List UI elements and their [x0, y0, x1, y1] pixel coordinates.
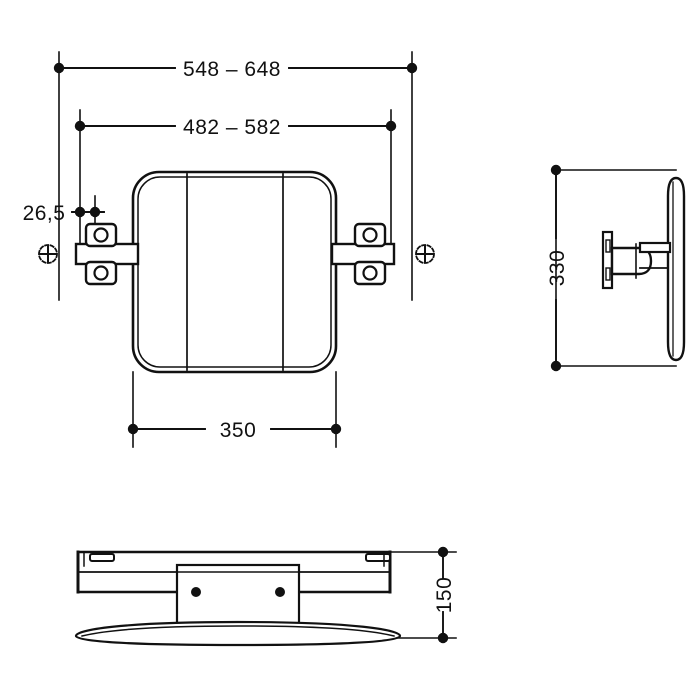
dim-dot — [550, 164, 562, 176]
dimension-overall-width — [53, 62, 418, 74]
left-mounting-bracket — [74, 222, 140, 286]
dim-dot — [406, 62, 418, 74]
dim-dot — [74, 120, 86, 132]
side-support-arm — [638, 241, 672, 269]
left-centre-marker — [38, 244, 58, 264]
bracket-hole-upper — [93, 227, 109, 243]
dim-dot — [74, 206, 86, 218]
backrest-panel — [131, 170, 338, 374]
dim-dot — [127, 423, 139, 435]
right-centre-marker — [415, 244, 435, 264]
bracket-hole-upper — [362, 227, 378, 243]
dimension-label-backrest-width: 350 — [220, 419, 257, 442]
side-view-group — [550, 164, 686, 372]
dimension-side-height — [550, 164, 562, 372]
top-backrest-pad — [74, 620, 402, 647]
right-mounting-bracket — [330, 222, 396, 286]
dim-dot — [550, 360, 562, 372]
dim-dot — [330, 423, 342, 435]
side-backrest-pad — [666, 176, 686, 362]
dim-dot — [53, 62, 65, 74]
dim-dot — [437, 546, 449, 558]
dim-dot — [385, 120, 397, 132]
dimension-bracket-offset — [71, 206, 105, 218]
top-view-group — [74, 546, 457, 647]
dimension-label-mount-width: 482 – 582 — [183, 116, 281, 139]
dimension-label-overall-width: 548 – 648 — [183, 58, 281, 81]
dimension-label-top-depth: 150 — [433, 577, 456, 614]
dim-dot — [89, 206, 101, 218]
dimension-backrest-width — [127, 423, 342, 435]
dimension-mount-width — [74, 120, 397, 132]
top-left-end-cap — [76, 550, 115, 594]
dimension-top-depth — [437, 546, 449, 644]
top-right-end-cap — [365, 550, 392, 594]
front-extension-lines — [58, 51, 413, 448]
dimension-label-side-height: 330 — [546, 250, 569, 287]
fixing-point-left — [191, 587, 201, 597]
bracket-hole-lower — [362, 265, 378, 281]
dimension-label-bracket-offset: 26,5 — [23, 202, 66, 225]
bracket-hole-lower — [93, 265, 109, 281]
dim-dot — [437, 632, 449, 644]
side-wall-plate — [601, 230, 614, 290]
front-view-group — [38, 51, 435, 448]
fixing-point-right — [275, 587, 285, 597]
